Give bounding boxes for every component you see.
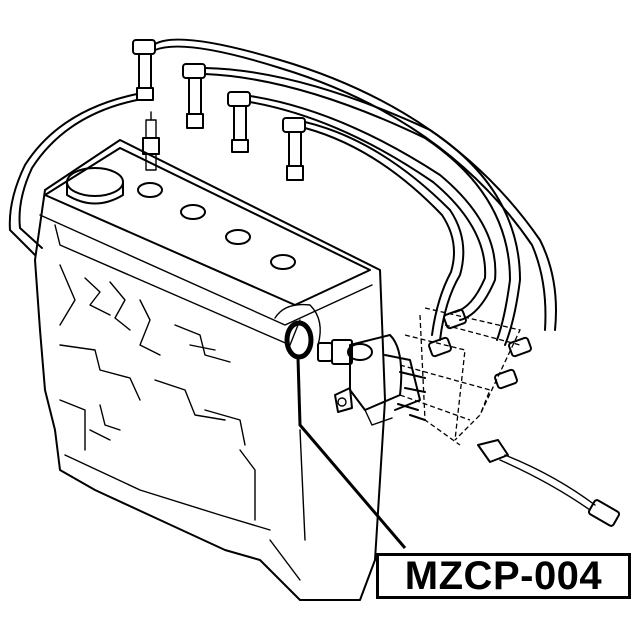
plug-boot-3 — [227, 91, 251, 153]
plug-boot-2 — [182, 63, 206, 129]
part-number-label: MZCP-004 — [376, 553, 631, 599]
oil-filler-cap — [66, 167, 124, 205]
spark-plug — [142, 111, 160, 171]
engine-block-outline — [34, 139, 386, 601]
plug-hole-1 — [137, 182, 163, 198]
plug-boot-4 — [282, 117, 306, 181]
valve-cover — [44, 147, 371, 306]
wire-terminals — [428, 308, 532, 390]
o-ring — [284, 320, 314, 360]
leader-line — [296, 357, 407, 549]
block-details — [59, 264, 306, 581]
distributor — [317, 334, 426, 426]
plug-hole-2 — [180, 204, 206, 220]
plug-hole-3 — [225, 229, 251, 245]
plug-boot-1 — [132, 39, 156, 101]
angle-sensor — [477, 439, 621, 527]
plug-wires — [8, 38, 557, 346]
plug-hole-4 — [270, 254, 296, 270]
